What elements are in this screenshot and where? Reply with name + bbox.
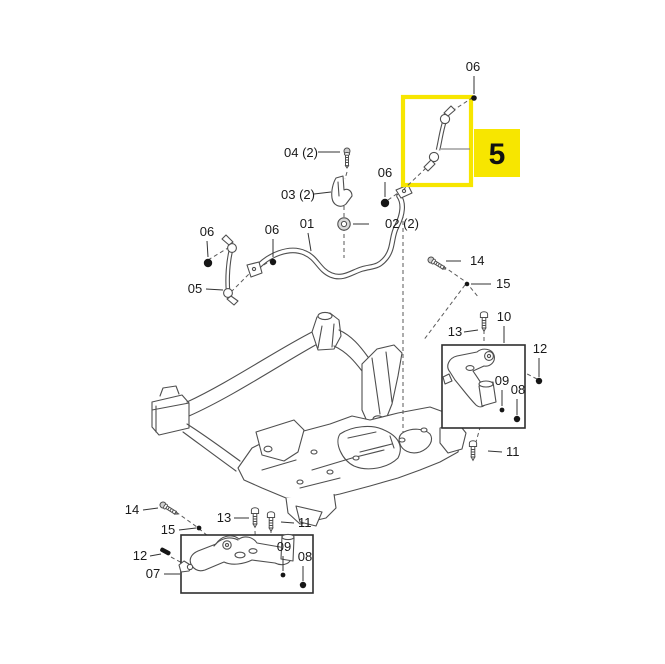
callout-08-bottom-nut[interactable]: 08 — [298, 549, 312, 564]
callout-12-bottom-bolt[interactable]: 12 — [133, 548, 147, 563]
fastener-dot-08-right — [513, 415, 521, 423]
callout-15-right-washer[interactable]: 15 — [496, 276, 510, 291]
callout-04-bracket-screw[interactable]: 04 (2) — [284, 145, 318, 160]
callout-09-right-washer[interactable]: 09 — [495, 373, 509, 388]
fastener-dot-09-right — [499, 407, 505, 413]
stabilizer-link-left — [221, 234, 239, 306]
bolt-11-bottom — [266, 511, 276, 532]
callout-01-stabilizer-bar[interactable]: 01 — [300, 216, 314, 231]
fastener-dot-06-top — [471, 95, 477, 101]
stabilizer-link-right-part5 — [423, 105, 456, 172]
subframe-drawing — [151, 311, 467, 527]
nut-06-right — [380, 198, 390, 208]
callout-06-far-left-nut[interactable]: 06 — [200, 224, 214, 239]
nut-06-left-center — [269, 258, 277, 266]
callout-13-bottom-bolt[interactable]: 13 — [217, 510, 231, 525]
callout-02-bar-bushing[interactable]: 02 (2) — [385, 216, 419, 231]
bolt-12-bottom — [160, 547, 171, 556]
fastener-dot-15-bottom — [196, 525, 202, 531]
callout-11-right-bolt[interactable]: 11 — [506, 444, 520, 459]
bolt-13-right — [479, 311, 489, 332]
part-callouts: 06 04 (2) 03 (2) 06 02 (2) 01 06 06 05 1… — [125, 59, 547, 581]
fastener-dot-12-right — [535, 377, 543, 385]
callout-06-top-link-nut[interactable]: 06 — [466, 59, 480, 74]
highlight-outline-box[interactable] — [400, 94, 474, 188]
bolt-11-right — [468, 440, 478, 461]
highlight-number[interactable]: 5 — [489, 138, 506, 171]
nut-06-far-left — [203, 258, 213, 268]
bolt-13-bottom — [250, 507, 260, 528]
callout-11-bottom-bolt[interactable]: 11 — [298, 515, 312, 530]
callout-03-bar-bracket[interactable]: 03 (2) — [281, 187, 315, 202]
control-arm-box-bottom — [178, 533, 314, 594]
fastener-dot-15-right — [464, 281, 470, 287]
callout-13-right-bolt[interactable]: 13 — [448, 324, 462, 339]
bar-bracket-and-bushing — [331, 147, 353, 231]
callout-14-right-screw[interactable]: 14 — [470, 253, 484, 268]
screw-14-right — [426, 255, 448, 273]
fastener-dot-08-bottom — [299, 581, 307, 589]
stabilizer-bar — [246, 184, 413, 280]
callout-15-bottom-washer[interactable]: 15 — [161, 522, 175, 537]
callout-07-bottom-arm[interactable]: 07 — [146, 566, 160, 581]
fastener-dot-09-bottom — [280, 572, 286, 578]
callout-10-right-arm[interactable]: 10 — [497, 309, 511, 324]
highlight-inner-dashes — [403, 97, 473, 190]
control-arm-box-right — [441, 344, 526, 429]
leader-lines — [142, 76, 540, 581]
callout-06-left-center-nut[interactable]: 06 — [265, 222, 279, 237]
callout-06-right-nut[interactable]: 06 — [378, 165, 392, 180]
highlight-number-box[interactable]: 5 — [474, 129, 520, 177]
callout-09-bottom-washer[interactable]: 09 — [277, 539, 291, 554]
callout-12-right-nut[interactable]: 12 — [533, 341, 547, 356]
callout-08-right-nut[interactable]: 08 — [511, 382, 525, 397]
callout-05-left-link[interactable]: 05 — [188, 281, 202, 296]
screw-14-bottom — [158, 500, 180, 518]
callout-14-bottom-screw[interactable]: 14 — [125, 502, 139, 517]
